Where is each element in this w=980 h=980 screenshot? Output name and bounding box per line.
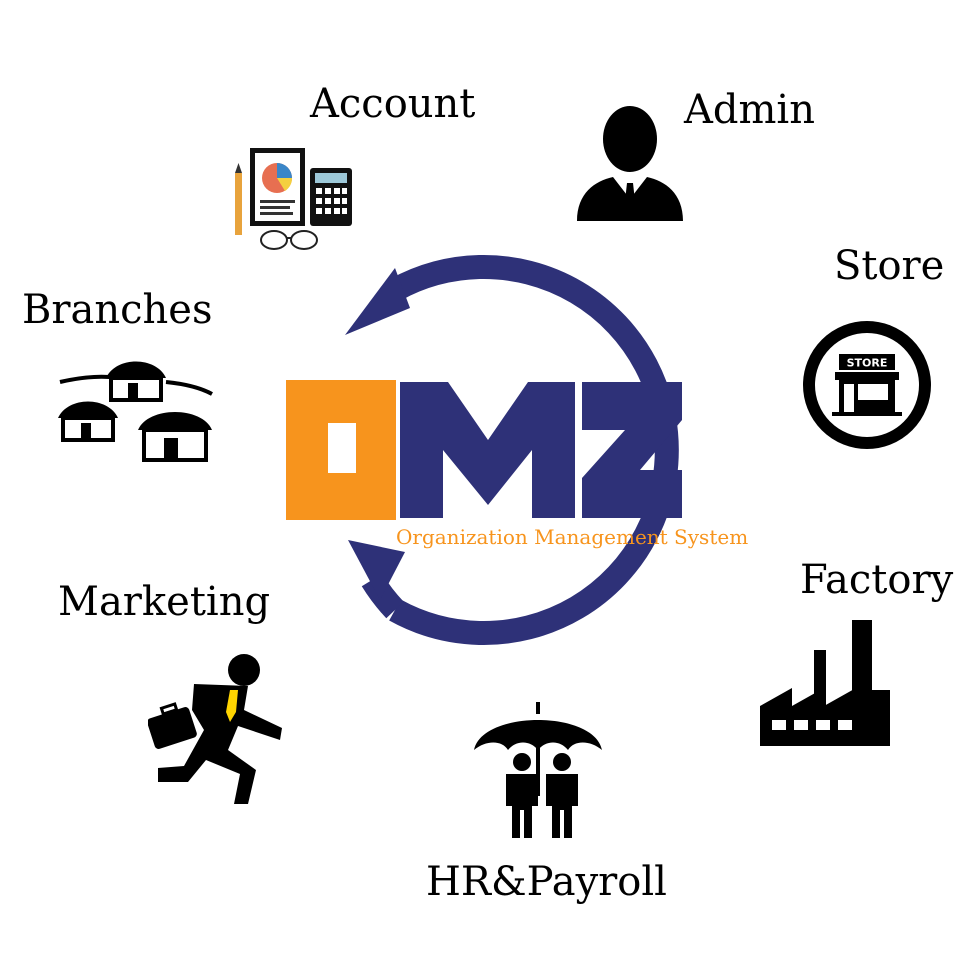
cycle-arc-main (389, 255, 679, 645)
report-calculator-icon (232, 148, 357, 253)
module-label-account: Account (310, 81, 476, 127)
letter-m-block (400, 382, 575, 518)
module-label-factory: Factory (800, 557, 954, 603)
module-label-hr-payroll: HR&Payroll (426, 859, 667, 905)
cycle-arrows-icon (286, 255, 682, 645)
module-label-marketing: Marketing (58, 579, 271, 625)
umbrella-couple-icon (472, 700, 604, 840)
module-label-store: Store (834, 243, 945, 289)
lower-arrowhead (348, 540, 405, 600)
oms-tagline: Organization Management System (396, 525, 749, 549)
upper-arrowhead (345, 268, 410, 335)
letter-s-block (582, 382, 682, 518)
oms-logo (270, 230, 750, 670)
module-label-admin: Admin (684, 87, 815, 133)
running-businessman-icon (148, 650, 288, 805)
factory-icon (760, 620, 892, 746)
user-tie-icon (575, 103, 685, 221)
huts-icon (56, 350, 216, 468)
svg-text:STORE: STORE (847, 357, 888, 370)
store-icon: STORE (802, 320, 932, 450)
module-label-branches: Branches (22, 287, 213, 333)
